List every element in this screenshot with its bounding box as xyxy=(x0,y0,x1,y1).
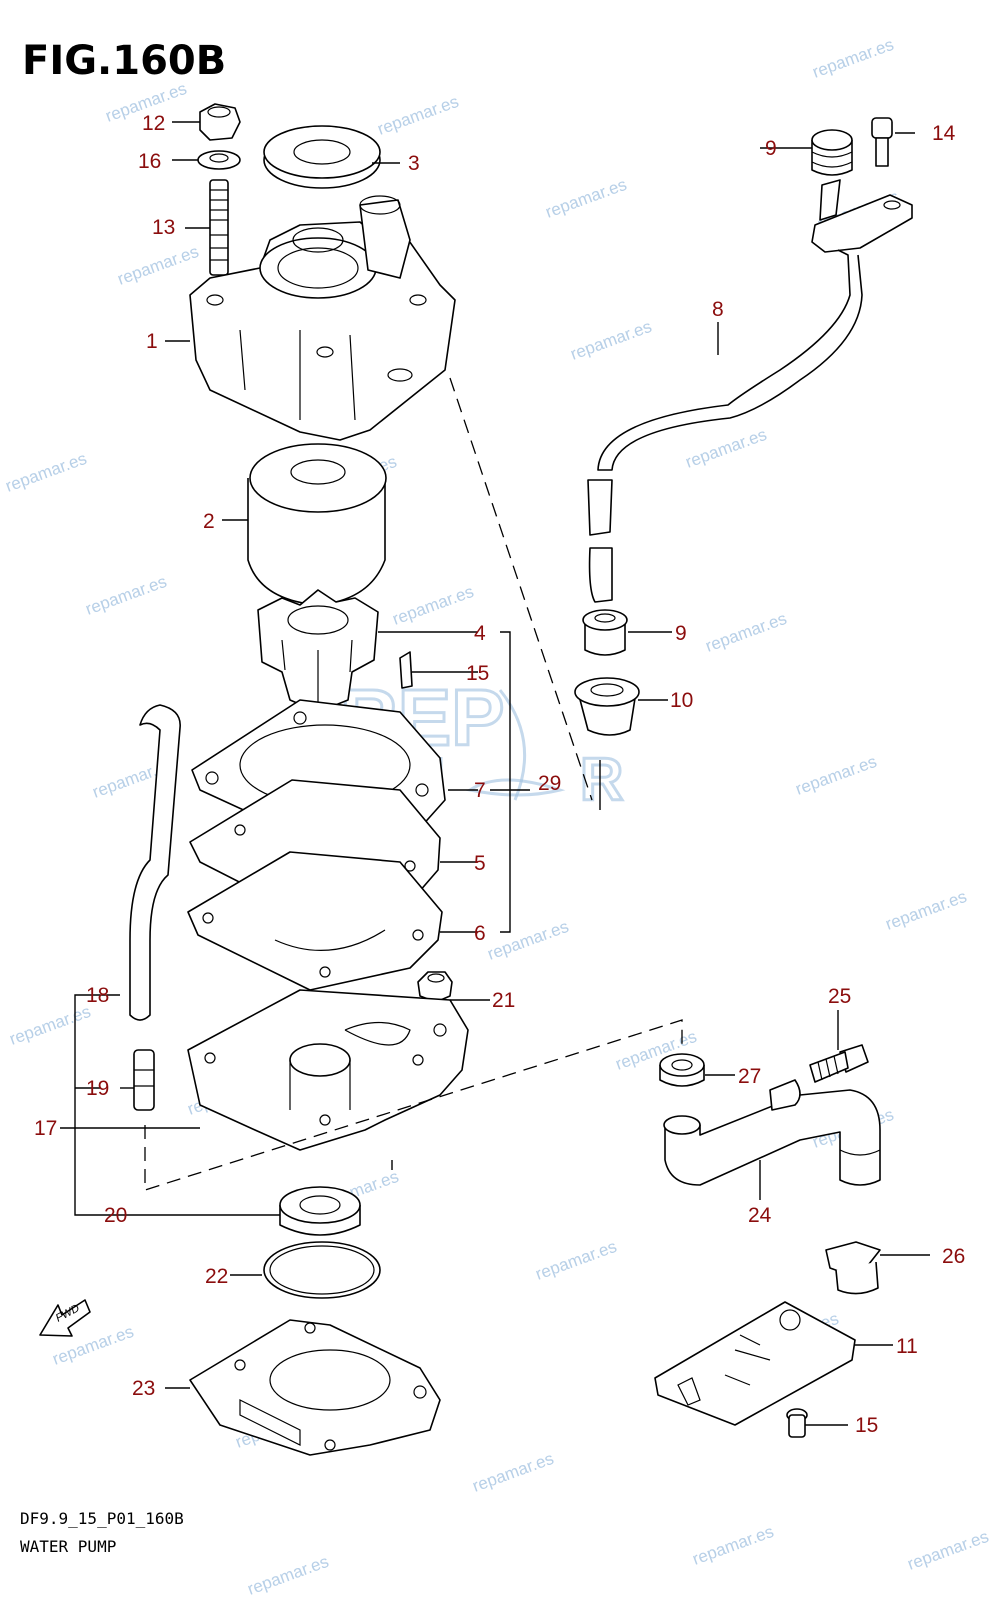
callout-20: 19 xyxy=(86,1077,109,1100)
watermark-text: repamar.es xyxy=(683,425,769,472)
part-22-nut xyxy=(417,971,453,1003)
callout-7: 7 xyxy=(474,779,486,802)
callout-17: 15 xyxy=(466,662,489,685)
part-2-liner xyxy=(247,443,387,606)
watermark-text: repamar.es xyxy=(3,449,89,496)
part-27-plug xyxy=(825,1241,881,1295)
watermark-text: repamar.es xyxy=(115,242,201,289)
callout-15: 15 xyxy=(855,1414,878,1437)
part-21-seal xyxy=(279,1186,361,1236)
watermark-text: repamar.es xyxy=(568,317,654,364)
fwd-arrow-icon: FWD xyxy=(39,1299,91,1337)
part-3-seal xyxy=(263,125,381,189)
logo-text-right: R xyxy=(580,746,623,813)
callout-29: 29 xyxy=(538,772,561,795)
watermark-text: repamar.es xyxy=(83,572,169,619)
callout-26: 25 xyxy=(828,985,851,1008)
part-19-tube xyxy=(129,704,181,1021)
callout-5: 5 xyxy=(474,852,486,875)
callout-18: 17 xyxy=(34,1117,57,1140)
leader-lines xyxy=(60,121,930,1426)
callout-2: 2 xyxy=(203,510,215,533)
part-20-joint xyxy=(133,1049,155,1111)
callout-3: 3 xyxy=(408,152,420,175)
part-15-screw xyxy=(786,1408,808,1438)
callout-27: 26 xyxy=(942,1245,965,1268)
callout-10: 10 xyxy=(670,689,693,712)
watermark-text: repamar.es xyxy=(533,1237,619,1284)
callout-11: 11 xyxy=(896,1335,918,1358)
part-1-pump-case xyxy=(189,195,456,441)
callout-13: 13 xyxy=(152,216,175,239)
callout-25: 24 xyxy=(748,1204,772,1227)
part-9-grommet-lower xyxy=(582,609,628,656)
callout-23: 22 xyxy=(205,1265,228,1288)
callout-8: 8 xyxy=(712,298,724,321)
watermark-text: repamar.es xyxy=(793,752,879,799)
part-16-washer xyxy=(197,150,241,170)
watermark-text: repamar.es xyxy=(7,1002,93,1049)
watermark-text: repamar.es xyxy=(375,92,461,139)
watermark-text: repamar.es xyxy=(703,609,789,656)
part-10-grommet xyxy=(574,677,640,736)
watermark-text: repamar.es xyxy=(245,1552,331,1599)
callout-1: 1 xyxy=(146,330,158,353)
watermark-text: repamar.es xyxy=(810,35,896,82)
callout-6: 6 xyxy=(474,922,486,945)
part-23-o-ring xyxy=(263,1241,381,1299)
watermark-text: repamar.es xyxy=(543,175,629,222)
callout-9-lower: 9 xyxy=(675,622,687,645)
part-26-bolt xyxy=(809,1044,869,1083)
logo-sail-icon xyxy=(498,689,527,801)
callout-24: 23 xyxy=(132,1377,155,1400)
part-18-pump-base xyxy=(187,989,469,1151)
watermark-text: repamar.es xyxy=(690,1522,776,1569)
callout-19: 18 xyxy=(86,984,109,1007)
callout-22: 21 xyxy=(492,989,515,1012)
part-4-impeller xyxy=(257,589,379,713)
model-code: DF9.9_15_P01_160B xyxy=(20,1509,184,1528)
part-8-water-tube xyxy=(587,179,913,603)
watermark-text: repamar.es xyxy=(905,1527,991,1574)
callout-12: 12 xyxy=(142,112,165,135)
part-25-water-pipe xyxy=(663,1079,881,1186)
figure-caption: WATER PUMP xyxy=(20,1537,116,1556)
part-9-grommet-top xyxy=(811,129,853,176)
logo-fish-icon xyxy=(466,778,566,797)
part-14-bolt xyxy=(871,117,893,167)
callout-4: 4 xyxy=(474,622,486,645)
part-28-seal xyxy=(659,1053,705,1087)
part-24-gasket xyxy=(189,1319,441,1456)
part-17-key xyxy=(399,651,413,689)
watermark-text: repamar.es xyxy=(470,1449,556,1496)
callout-9-top: 9 xyxy=(765,137,777,160)
figure-title: FIG.160B xyxy=(22,38,226,84)
watermark-text: repamar.es xyxy=(485,917,571,964)
callout-28: 27 xyxy=(738,1065,761,1088)
part-11-cover xyxy=(654,1301,856,1426)
part-6-gasket xyxy=(187,851,443,991)
watermark-text: repamar.es xyxy=(390,582,476,629)
part-13-stud xyxy=(209,179,229,276)
callout-21: 20 xyxy=(104,1204,127,1227)
watermark-text: repamar.es xyxy=(883,887,969,934)
callout-16: 16 xyxy=(138,150,161,173)
callout-labels: 12 16 3 13 1 2 4 15 7 29 5 6 9 14 8 9 10… xyxy=(34,112,965,1437)
callout-14: 14 xyxy=(932,122,956,145)
part-12-nut xyxy=(199,103,241,141)
